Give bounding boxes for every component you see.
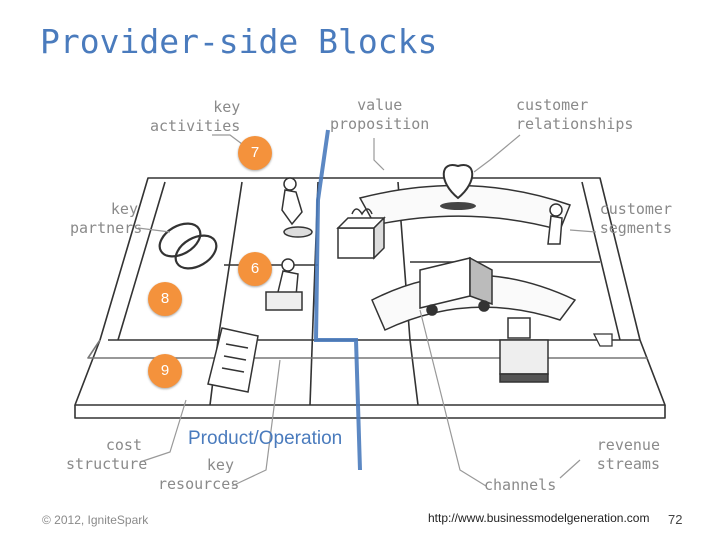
slide-title: Provider-side Blocks bbox=[40, 22, 438, 61]
label-customer-relationships-line1: customer bbox=[516, 96, 589, 114]
copyright: © 2012, IgniteSpark bbox=[42, 513, 149, 527]
badge-9: 9 bbox=[148, 354, 182, 388]
label-customer-segments-line1: customer bbox=[599, 200, 672, 218]
label-key-resources-line1: key bbox=[206, 456, 234, 474]
label-customer-relationships-line2: relationships bbox=[516, 115, 634, 133]
page-number: 72 bbox=[668, 512, 683, 527]
label-key-partners-line1: key bbox=[110, 200, 138, 218]
label-key-resources-line2: resources bbox=[158, 475, 240, 493]
badge-6: 6 bbox=[238, 252, 272, 286]
label-key-activities: key activities bbox=[150, 98, 240, 136]
label-revenue-streams-line1: revenue bbox=[596, 436, 660, 454]
label-key-activities-line2: activities bbox=[150, 117, 241, 135]
label-value-proposition-line1: value bbox=[357, 96, 403, 114]
label-value-proposition-line2: proposition bbox=[330, 115, 430, 133]
label-revenue-streams: revenue streams bbox=[592, 436, 660, 474]
label-key-partners-line2: partners bbox=[70, 219, 143, 237]
label-cost-structure-line1: cost bbox=[105, 436, 142, 454]
label-key-resources: key resources bbox=[158, 456, 240, 494]
label-customer-segments-line2: segments bbox=[599, 219, 672, 237]
label-value-proposition: value proposition bbox=[330, 96, 429, 134]
badge-7: 7 bbox=[238, 136, 272, 170]
label-revenue-streams-line2: streams bbox=[596, 455, 660, 473]
label-customer-segments: customer segments bbox=[586, 200, 672, 238]
label-key-partners: key partners bbox=[70, 200, 143, 238]
label-cost-structure-line2: structure bbox=[66, 455, 148, 473]
product-operation-label: Product/Operation bbox=[188, 428, 343, 449]
label-cost-structure: cost structure bbox=[66, 436, 148, 474]
label-key-activities-line1: key bbox=[213, 98, 241, 116]
label-customer-relationships: customer relationships bbox=[516, 96, 633, 134]
badge-8: 8 bbox=[148, 282, 182, 316]
label-channels: channels bbox=[484, 476, 557, 494]
source-url[interactable]: http://www.businessmodelgeneration.com bbox=[428, 511, 650, 525]
